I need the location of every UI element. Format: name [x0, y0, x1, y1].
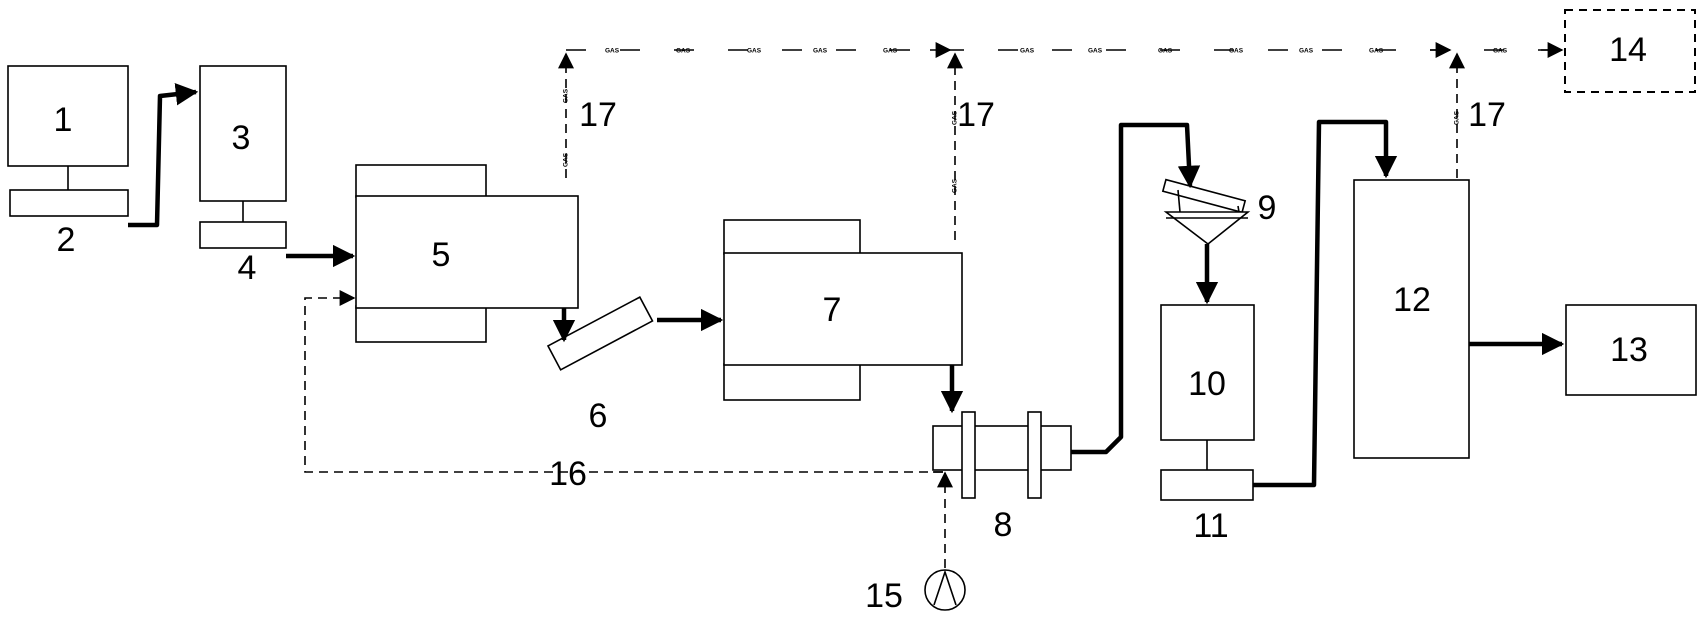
screen-9-hopper — [1163, 211, 1251, 246]
reactor-7-top-jacket — [723, 219, 861, 255]
gas-labels-header: GAS GAS GAS GAS GAS GAS GAS GAS GAS GAS … — [605, 48, 1508, 55]
gas-label: GAS — [1493, 48, 1508, 55]
label-11: 11 — [1193, 507, 1228, 545]
conveyor-6-body — [546, 296, 654, 371]
exchanger-8-flange-left — [961, 411, 976, 499]
label-16: 16 — [549, 455, 587, 493]
label-17-a: 17 — [579, 96, 617, 134]
label-17-c: 17 — [1468, 96, 1506, 134]
product-13: 13 — [1565, 304, 1697, 396]
keyboard: 2 — [9, 189, 129, 259]
exchanger-8-body — [932, 425, 1072, 471]
gas-label: GAS — [1088, 48, 1103, 55]
pump-15-body — [924, 569, 966, 611]
pipe-11-to-12 — [1253, 119, 1398, 488]
label-9: 9 — [1258, 189, 1277, 227]
keyboard-body — [9, 189, 129, 217]
reactor-7-bottom-jacket — [723, 363, 861, 401]
label-14: 14 — [1609, 31, 1647, 69]
label-7: 7 — [823, 291, 842, 329]
label-2: 2 — [57, 221, 76, 259]
pipe-8-to-9 — [1071, 122, 1201, 455]
gas-label-vertical: GAS — [952, 178, 959, 193]
monitor-screen — [7, 65, 129, 167]
gas-label: GAS — [1229, 48, 1244, 55]
gas-label: GAS — [813, 48, 828, 55]
gas-label: GAS — [1299, 48, 1314, 55]
reactor-7-body — [723, 252, 963, 366]
exchanger-8-flange-right — [1027, 411, 1042, 499]
gas-label-vertical: GAS — [952, 110, 959, 125]
controller-unit: 3 — [199, 65, 287, 222]
gas-label-vertical: GAS — [1454, 110, 1461, 125]
pump-15: 15 — [865, 569, 966, 615]
label-8: 8 — [994, 506, 1013, 544]
conveyor-6: 6 — [546, 296, 654, 435]
label-5: 5 — [432, 236, 451, 274]
column-12-body — [1353, 179, 1470, 459]
reactor-5-body — [355, 195, 579, 309]
label-10: 10 — [1188, 365, 1226, 403]
feeder: 4 — [199, 221, 287, 287]
computer-monitor: 1 — [7, 65, 129, 190]
gas-label-vertical: GAS — [563, 152, 570, 167]
label-1: 1 — [54, 101, 73, 139]
feeder-body — [199, 221, 287, 249]
column-12: 12 — [1353, 179, 1470, 459]
screen-9-leg-left — [1177, 189, 1181, 213]
gas-label: GAS — [1369, 48, 1384, 55]
reactor-5-bottom-jacket — [355, 305, 487, 343]
label-17-b: 17 — [957, 96, 995, 134]
gas-labels-risers: GAS GAS GAS GAS GAS — [563, 88, 1461, 193]
label-6: 6 — [589, 397, 608, 435]
label-15: 15 — [865, 577, 903, 615]
gas-label: GAS — [676, 48, 691, 55]
tank-10: 10 — [1160, 304, 1255, 470]
gas-label: GAS — [747, 48, 762, 55]
reactor-5-top-jacket — [355, 164, 487, 198]
line-16-return — [304, 290, 943, 473]
feeder-11-body — [1160, 469, 1254, 501]
heat-exchanger-8: 8 — [932, 411, 1072, 544]
controller-body — [199, 65, 287, 202]
label-3: 3 — [232, 119, 251, 157]
gas-label-vertical: GAS — [563, 88, 570, 103]
label-4: 4 — [238, 249, 257, 287]
product-13-body — [1565, 304, 1697, 396]
feeder-11: 11 — [1160, 469, 1254, 545]
pump-15-symbol — [933, 569, 957, 606]
pipe-2-to-3 — [128, 83, 199, 228]
gas-label: GAS — [883, 48, 898, 55]
gas-label: GAS — [605, 48, 620, 55]
screen-9-deck — [1161, 178, 1247, 214]
label-12: 12 — [1393, 281, 1431, 319]
reactor-5: 5 — [355, 164, 579, 343]
gas-treatment-14: 14 — [1564, 9, 1696, 93]
label-13: 13 — [1610, 331, 1648, 369]
screen-9: 9 — [1161, 178, 1277, 246]
reactor-7: 7 — [723, 219, 963, 401]
gas-label: GAS — [1020, 48, 1035, 55]
gas-treatment-14-body — [1564, 9, 1696, 93]
gas-label: GAS — [1158, 48, 1173, 55]
